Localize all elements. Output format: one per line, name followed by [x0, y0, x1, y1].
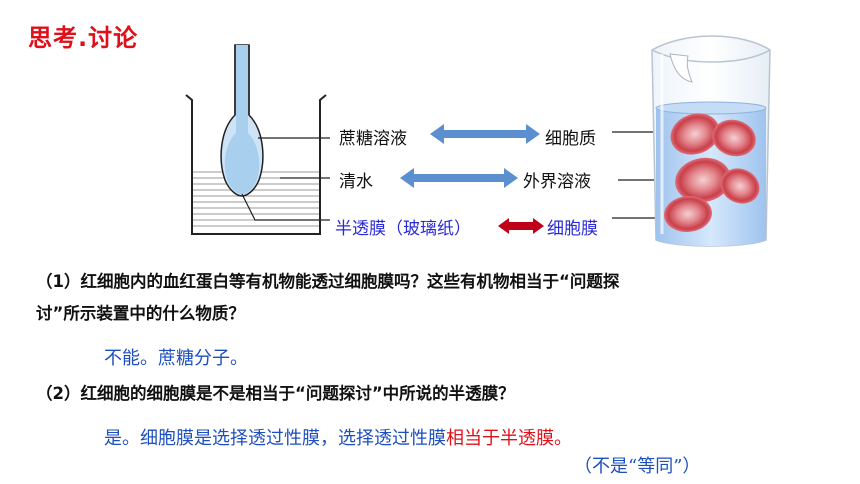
answer-1: 不能。蔗糖分子。: [104, 348, 248, 369]
answer-2: 是。细胞膜是选择透过性膜，选择透过性膜相当于半透膜。: [104, 424, 572, 450]
answer-2-highlight: 相当于半透膜: [446, 428, 554, 449]
label-cytoplasm: 细胞质: [545, 129, 596, 149]
answer-2-note: （不是“等同”）: [574, 456, 701, 477]
double-arrow-icon: [498, 218, 544, 234]
double-arrow-icon: [400, 168, 518, 188]
beaker-red-blood-cells: [651, 35, 771, 247]
question-1-line-1: （1）红细胞内的血红蛋白等有机物能透过细胞膜吗？这些有机物相当于“问题探: [36, 272, 620, 291]
question-1-line-2: 讨”所示装置中的什么物质？: [36, 304, 245, 323]
double-arrow-icon: [430, 124, 540, 144]
label-cell-membrane: 细胞膜: [547, 219, 598, 239]
answer-2-text: 是。细胞膜是选择透过性膜，选择透过性膜: [104, 428, 446, 449]
label-semipermeable-membrane: 半透膜（玻璃纸）: [335, 219, 471, 239]
slide-title: 思考.讨论: [28, 24, 139, 52]
question-2: （2）红细胞的细胞膜是不是相当于“问题探讨”中所说的半透膜？: [36, 384, 515, 403]
label-sucrose-solution: 蔗糖溶液: [339, 129, 407, 149]
answer-2-end: 。: [554, 428, 572, 449]
osmometer-apparatus: [185, 44, 330, 235]
label-water: 清水: [339, 172, 373, 192]
label-external-solution: 外界溶液: [523, 172, 591, 192]
